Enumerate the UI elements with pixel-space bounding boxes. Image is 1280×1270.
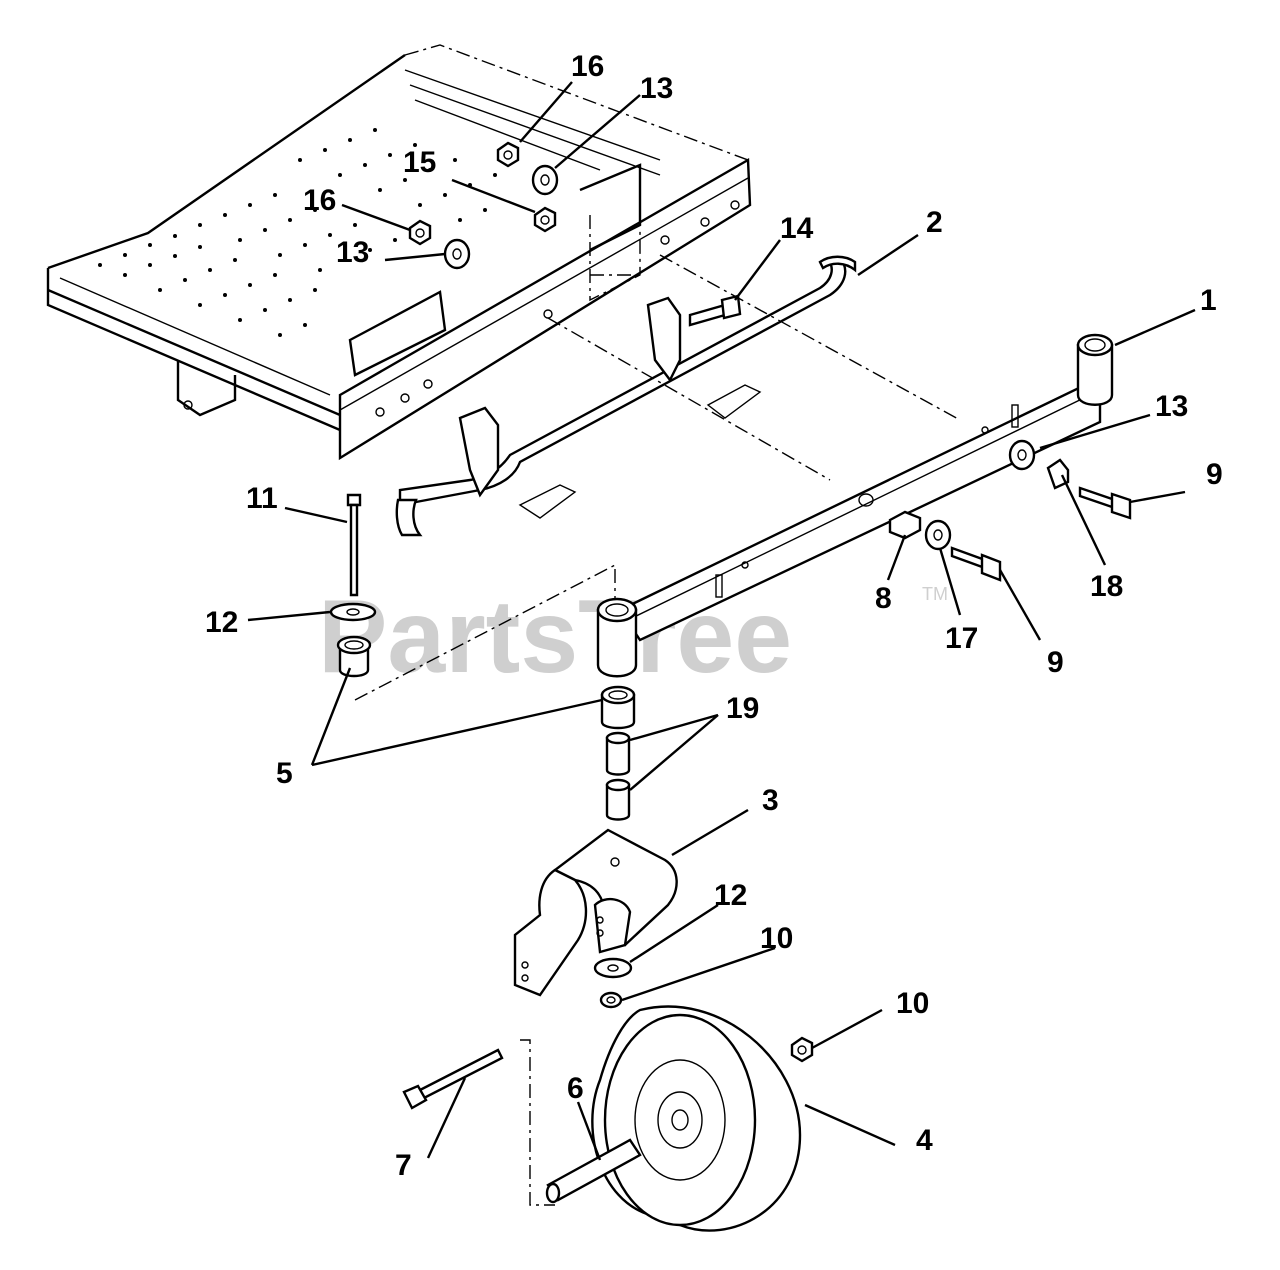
callout-3: 3	[762, 784, 779, 817]
washer-12-lower	[593, 957, 633, 979]
hex-nut-10-right	[790, 1036, 814, 1063]
callout-11: 11	[246, 482, 278, 515]
washer-17	[924, 519, 952, 551]
mower-deck-frame	[46, 44, 752, 461]
callout-13-upper: 13	[640, 72, 673, 105]
callout-2: 2	[926, 206, 943, 239]
callout-12-lower: 12	[714, 879, 747, 912]
front-bumper-tube	[395, 255, 857, 537]
callout-16-upper: 16	[571, 50, 604, 83]
wheel-axle-spacer-6	[545, 1138, 642, 1204]
hex-nut-15	[533, 206, 557, 233]
spacer-19-lower	[605, 778, 631, 821]
watermark-trademark: TM	[922, 584, 948, 604]
callout-14: 14	[780, 212, 814, 245]
callout-1: 1	[1200, 284, 1217, 317]
spacer-18	[1046, 458, 1070, 490]
caster-fork	[513, 828, 678, 997]
callout-9-lower: 9	[1047, 646, 1064, 679]
spacer-19-upper	[605, 731, 631, 776]
callout-15: 15	[403, 146, 436, 179]
callout-16-lower: 16	[303, 184, 336, 217]
front-axle-beam	[596, 333, 1114, 678]
hex-nut-10-lower	[599, 991, 623, 1009]
hex-nut-16-upper	[496, 141, 520, 168]
washer-13-left	[443, 238, 471, 270]
callout-17: 17	[945, 622, 978, 655]
washer-12-upper	[329, 602, 377, 622]
callout-13-left: 13	[336, 236, 369, 269]
callout-10-right: 10	[896, 987, 929, 1020]
washer-13-upper	[531, 164, 559, 196]
deck-perforation-dots	[98, 128, 497, 337]
axle-bolt-7	[402, 1048, 504, 1110]
bolt-9-lower	[950, 546, 1002, 582]
bolt-14	[688, 294, 742, 327]
bolt-11	[346, 493, 362, 597]
callout-7: 7	[395, 1149, 412, 1182]
callout-9-right: 9	[1206, 458, 1223, 491]
leader-lines	[247, 81, 1196, 1161]
callout-18: 18	[1090, 570, 1123, 603]
bushing-5-lower	[600, 685, 636, 730]
bushing-8	[888, 510, 922, 540]
washer-13-right	[1008, 439, 1036, 471]
callout-4: 4	[916, 1124, 933, 1157]
hex-nut-16-lower	[408, 219, 432, 246]
callout-8: 8	[875, 582, 892, 615]
callout-6: 6	[567, 1072, 584, 1105]
callout-labels: 16 13 15 16 13 14 2 1 13 9 18 8 17 9 11 …	[205, 50, 1223, 1182]
callout-19: 19	[726, 692, 759, 725]
callout-5: 5	[276, 757, 293, 790]
callout-13-right: 13	[1155, 390, 1188, 423]
caster-wheel	[591, 1005, 802, 1232]
bolt-9-right	[1078, 486, 1132, 520]
bushing-5-upper	[336, 635, 372, 678]
callout-12-upper: 12	[205, 606, 238, 639]
callout-10-center: 10	[760, 922, 793, 955]
